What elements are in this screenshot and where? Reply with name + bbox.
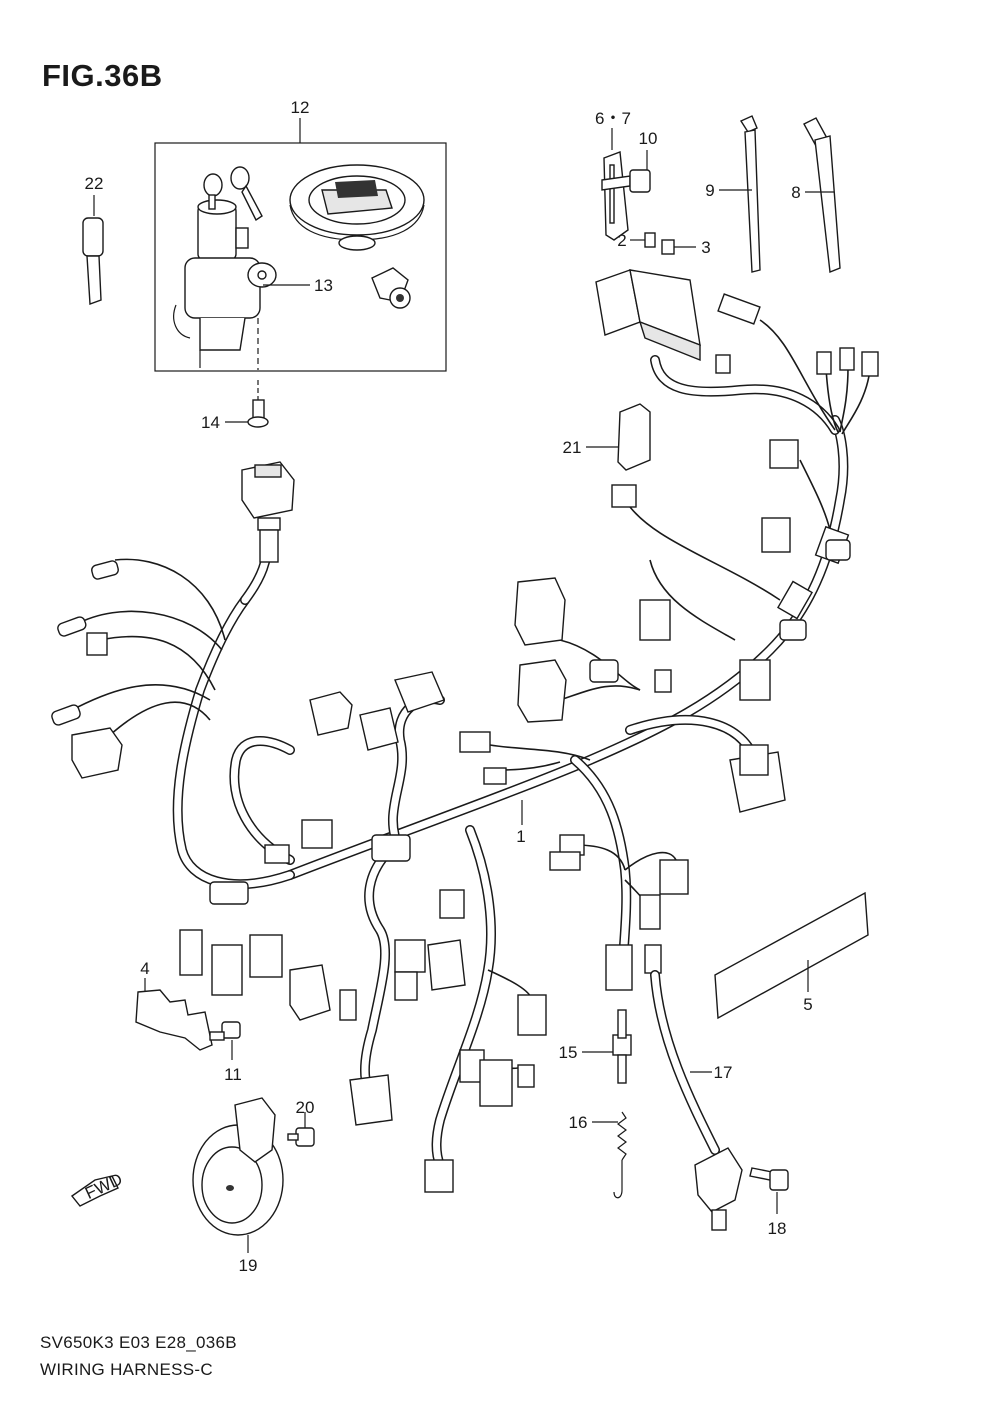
bracket-4-part <box>135 978 213 1051</box>
forward-arrow-icon <box>70 1175 119 1207</box>
callout-10: 10 <box>639 129 658 148</box>
switch-15-part <box>582 1009 632 1084</box>
figure-title: FIG.36B <box>42 58 163 93</box>
callout-2: 2 <box>617 231 626 250</box>
main-wiring-harness-part <box>67 319 871 1170</box>
fuse-2-part <box>630 232 656 248</box>
fuel-cap-lock-part <box>289 164 425 251</box>
footer-model-code: SV650K3 E03 E28_036B <box>40 1333 237 1352</box>
clamp-6-7-part <box>603 128 629 241</box>
bolt-18-part <box>749 1167 789 1214</box>
callout-9: 9 <box>705 181 714 200</box>
fuse-box-part <box>595 269 731 374</box>
fuse-3-part <box>661 239 696 255</box>
callout-13: 13 <box>314 276 333 295</box>
relay-21-part <box>586 403 651 471</box>
callout-19: 19 <box>239 1256 258 1275</box>
spring-16-part <box>592 1111 627 1199</box>
key-blank-part <box>82 195 104 305</box>
callout-1: 1 <box>516 827 525 846</box>
cable-tie-9-part <box>719 115 761 273</box>
fwd-direction-marker: FWD <box>70 1169 125 1207</box>
callout-16: 16 <box>569 1113 588 1132</box>
bolt-20-part <box>287 1112 315 1147</box>
horn-19-part <box>192 1097 284 1253</box>
callout-18: 18 <box>768 1219 787 1238</box>
screw-14-part <box>225 380 269 428</box>
ignition-switch-part <box>173 166 277 368</box>
screw-11-part <box>209 1021 241 1060</box>
callout-12: 12 <box>291 98 310 117</box>
sensor-17-part <box>650 970 743 1231</box>
ignition-switch-set-group <box>154 118 447 372</box>
footer-diagram-name: WIRING HARNESS-C <box>40 1360 213 1379</box>
lock-cylinder-part <box>371 267 411 309</box>
harness-clamps <box>209 539 851 905</box>
callout-6-7: 6・7 <box>595 109 631 128</box>
callout-5: 5 <box>803 995 812 1014</box>
callout-8: 8 <box>791 183 800 202</box>
callout-22: 22 <box>85 174 104 193</box>
fwd-label: FWD <box>82 1169 125 1203</box>
callout-labels: 12 13 14 22 6・7 10 9 8 2 3 21 1 4 5 11 1… <box>85 98 813 1275</box>
label-sheet-5-part <box>714 891 869 1020</box>
callout-14: 14 <box>201 413 220 432</box>
callout-17: 17 <box>714 1063 733 1082</box>
callout-4: 4 <box>140 959 149 978</box>
bolt-10-part <box>601 150 651 193</box>
callout-15: 15 <box>559 1043 578 1062</box>
callout-3: 3 <box>701 238 710 257</box>
cable-tie-8-part <box>803 117 841 273</box>
callout-20: 20 <box>296 1098 315 1117</box>
harness-connectors <box>51 293 879 1193</box>
callout-11: 11 <box>224 1065 242 1084</box>
callout-21: 21 <box>563 438 582 457</box>
